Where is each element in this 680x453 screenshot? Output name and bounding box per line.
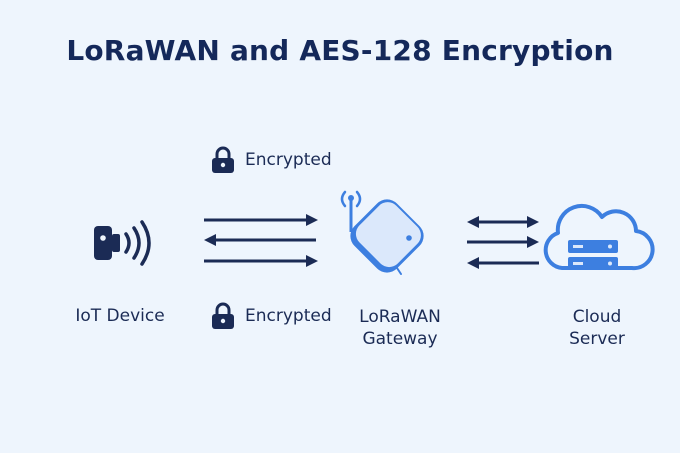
cloud-label-line2: Server <box>569 329 625 349</box>
gateway-label: LoRaWAN Gateway <box>340 306 460 350</box>
gateway-label-line1: LoRaWAN <box>359 307 441 327</box>
cloud-label-line1: Cloud <box>572 307 622 327</box>
encrypted-label-bottom: Encrypted <box>211 302 332 330</box>
iot-device-icon <box>94 220 151 266</box>
gateway-icon <box>340 190 424 275</box>
lock-icon <box>212 302 234 329</box>
lock-icon <box>212 146 234 173</box>
device-gateway-arrows <box>204 214 318 267</box>
cloud-server-icon <box>543 203 655 271</box>
gateway-cloud-arrows <box>467 216 539 269</box>
cloud-label: Cloud Server <box>537 306 657 350</box>
encrypted-text-bottom: Encrypted <box>245 306 332 326</box>
diagram-title: LoRaWAN and AES-128 Encryption <box>66 34 614 67</box>
encrypted-label-top: Encrypted <box>211 146 332 174</box>
gateway-label-line2: Gateway <box>362 329 438 349</box>
iot-device-label: IoT Device <box>75 306 165 326</box>
encrypted-text-top: Encrypted <box>245 150 332 170</box>
